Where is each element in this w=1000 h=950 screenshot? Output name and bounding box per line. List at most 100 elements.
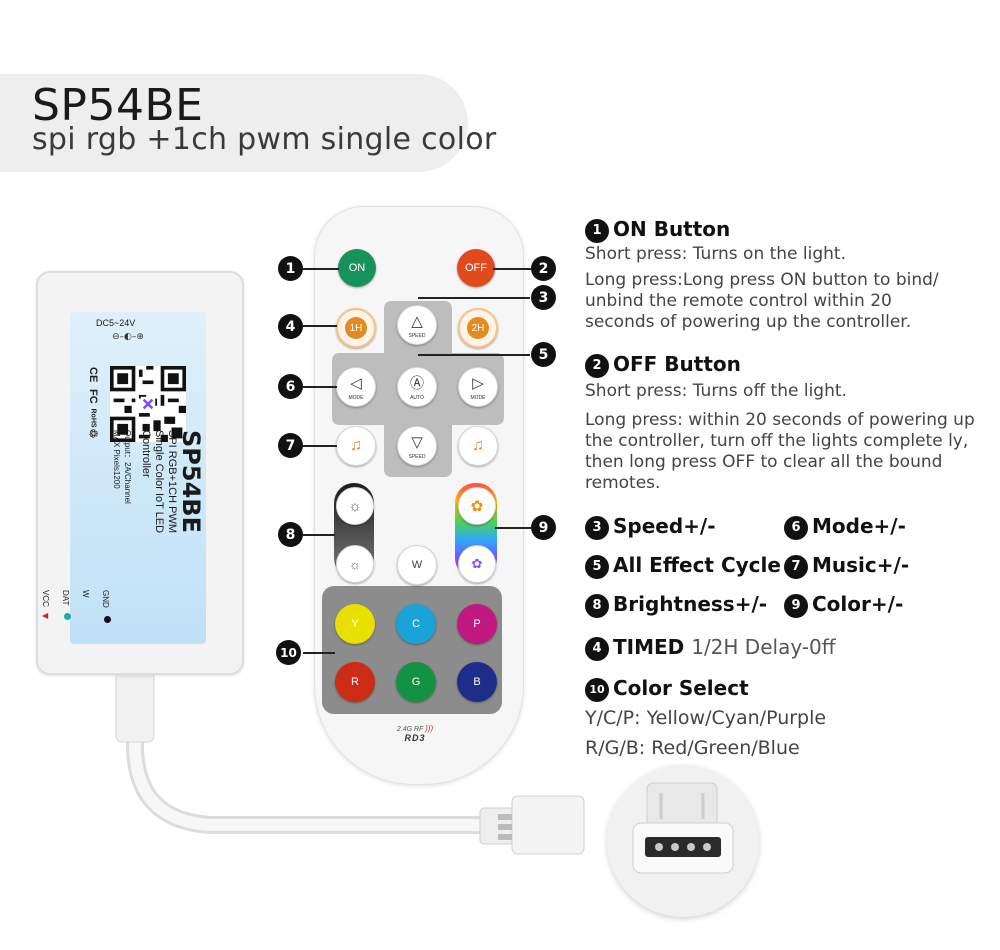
flower-color-icon: ✿ bbox=[471, 556, 483, 571]
triangle-up-icon: △ bbox=[411, 313, 423, 330]
ce-mark: CE bbox=[87, 367, 99, 383]
remote-branding: 2.4G RF ))) RD3 bbox=[370, 724, 460, 743]
color-purple-label: P bbox=[473, 618, 481, 630]
effect-label: All Effect Cycle bbox=[613, 553, 781, 577]
controller-desc-line-3: Controller bbox=[140, 430, 152, 478]
badge-1: 1 bbox=[585, 218, 609, 243]
pin-gnd-dot bbox=[104, 615, 111, 623]
product-model: SP54BE bbox=[32, 80, 204, 131]
timer-1h-label: 1H bbox=[345, 317, 367, 339]
music-down-button[interactable]: ♫ bbox=[336, 426, 376, 466]
music-note-icon: ♫ bbox=[472, 437, 484, 454]
controller-desc-line-2: Single Color IoT LED bbox=[153, 430, 165, 534]
on-button[interactable]: ON bbox=[338, 249, 376, 287]
auto-button[interactable]: Ⓐ AUTO bbox=[397, 367, 437, 407]
callout-10: 10 bbox=[276, 640, 301, 665]
speed-down-sub-label: SPEED bbox=[408, 454, 426, 460]
brightness-down-button[interactable]: ☼ bbox=[336, 545, 374, 583]
music-note-icon: ♫ bbox=[350, 437, 362, 454]
color-up-button[interactable]: ✿ bbox=[458, 487, 496, 525]
triangle-down-icon: ▽ bbox=[411, 434, 423, 451]
mode-down-button[interactable]: ◁ MODE bbox=[336, 367, 376, 407]
rohs-mark: RoHS bbox=[89, 408, 97, 428]
color-purple-button[interactable]: P bbox=[457, 604, 497, 644]
pin-w-label: W bbox=[81, 590, 90, 598]
callout-line-5 bbox=[418, 354, 530, 356]
callout-8: 8 bbox=[278, 522, 303, 547]
badge-6: 6 bbox=[784, 515, 808, 540]
callout-line-8 bbox=[303, 534, 335, 536]
controller-brand: SP54BE bbox=[177, 430, 205, 533]
color-cyan-button[interactable]: C bbox=[396, 604, 436, 644]
speed-up-button[interactable]: △ SPEED bbox=[397, 305, 437, 345]
connector-closeup bbox=[607, 765, 759, 917]
speed-down-button[interactable]: ▽ SPEED bbox=[397, 426, 437, 466]
off-button[interactable]: OFF bbox=[457, 249, 495, 287]
controller-pin-labels: GND W DAT VCC▼ bbox=[39, 590, 118, 631]
callout-line-7 bbox=[303, 445, 337, 447]
timer-2h-label: 2H bbox=[467, 317, 489, 339]
color-blue-button[interactable]: B bbox=[457, 662, 497, 702]
product-subtitle: spi rgb +1ch pwm single color bbox=[32, 122, 497, 157]
timed-detail: 1/2H Delay-0ff bbox=[691, 635, 836, 659]
auto-sub-label: AUTO bbox=[410, 395, 424, 401]
on-short-press: Short press: Turns on the light. bbox=[585, 244, 847, 264]
sun-dim-icon: ☼ bbox=[349, 556, 361, 572]
callout-1: 1 bbox=[278, 256, 303, 281]
off-short-press: Short press: Turns off the light. bbox=[585, 381, 847, 401]
callout-5: 5 bbox=[531, 342, 556, 367]
speed-label: Speed+/- bbox=[613, 514, 716, 538]
color-select-rgb: R/G/B: Red/Green/Blue bbox=[585, 737, 800, 759]
badge-7: 7 bbox=[784, 554, 808, 579]
music-up-button[interactable]: ♫ bbox=[458, 426, 498, 466]
pin-vcc-label: VCC bbox=[41, 590, 50, 607]
callout-line-9 bbox=[495, 527, 531, 529]
callout-line-1 bbox=[303, 268, 339, 270]
badge-3: 3 bbox=[585, 515, 609, 540]
controller-desc-line-1: SPI RGB+1CH PWM bbox=[166, 430, 178, 533]
color-down-button[interactable]: ✿ bbox=[458, 545, 496, 583]
connector-pins-icon bbox=[632, 782, 734, 874]
mode-up-button[interactable]: ▷ MODE bbox=[458, 367, 498, 407]
callout-4: 4 bbox=[278, 314, 303, 339]
speed-up-sub-label: SPEED bbox=[408, 333, 426, 339]
badge-4: 4 bbox=[585, 636, 609, 661]
color-red-button[interactable]: R bbox=[335, 662, 375, 702]
polarity-icon: ⊖–◐–⊕ bbox=[112, 332, 144, 342]
off-button-label: OFF bbox=[465, 262, 487, 274]
badge-5: 5 bbox=[585, 554, 609, 579]
title-banner bbox=[0, 74, 468, 172]
music-label: Music+/- bbox=[812, 553, 910, 577]
white-button[interactable]: W bbox=[397, 545, 437, 585]
color-select-title: Color Select bbox=[613, 676, 749, 700]
controller-power-rating: DC5~24V bbox=[96, 318, 136, 328]
timer-1h-button[interactable]: 1H bbox=[336, 308, 376, 348]
callout-3: 3 bbox=[531, 285, 556, 310]
callout-2: 2 bbox=[531, 256, 556, 281]
qr-code-icon bbox=[110, 366, 186, 442]
triangle-left-icon: ◁ bbox=[350, 375, 362, 392]
color-blue-label: B bbox=[473, 676, 481, 688]
certification-marks: CE FC RoHS ♲ bbox=[84, 367, 102, 454]
recycle-icon: ♲ bbox=[86, 428, 99, 439]
timed-title: TIMED bbox=[613, 635, 685, 659]
white-button-label: W bbox=[411, 559, 423, 571]
off-long-press: Long press: within 20 seconds of powerin… bbox=[585, 410, 975, 493]
color-green-label: G bbox=[411, 676, 421, 688]
color-select-ycp: Y/C/P: Yellow/Cyan/Purple bbox=[585, 707, 827, 729]
color-cyan-label: C bbox=[412, 618, 420, 630]
brightness-up-button[interactable]: ☼ bbox=[336, 487, 374, 525]
color-yellow-label: Y bbox=[351, 618, 359, 630]
color-green-button[interactable]: G bbox=[396, 662, 436, 702]
timer-2h-button[interactable]: 2H bbox=[458, 308, 498, 348]
color-yellow-button[interactable]: Y bbox=[335, 604, 375, 644]
brightness-label: Brightness+/- bbox=[613, 592, 768, 616]
connector-housing bbox=[511, 795, 585, 855]
